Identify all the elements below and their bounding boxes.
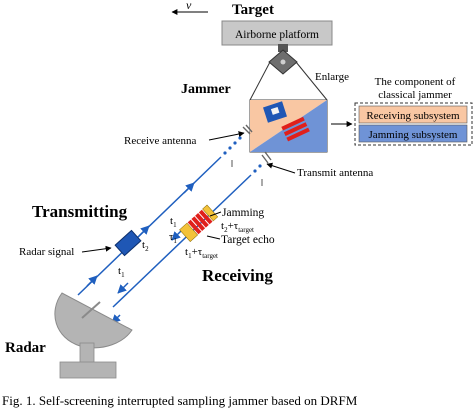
jamming-pointer xyxy=(209,211,222,217)
radar-signal-pulse xyxy=(114,229,142,257)
component-title-line2: classical jammer xyxy=(378,89,452,101)
uplink-arrow-3 xyxy=(183,182,195,194)
receiving-subsystem-swatch xyxy=(358,105,468,124)
radar-title: Radar xyxy=(5,340,46,356)
jamming-subsystem-label: Jamming subsystem xyxy=(369,129,458,141)
downlink-arrow-2 xyxy=(117,282,129,294)
transmit-antenna-icon xyxy=(261,151,272,164)
jammer-enlarged xyxy=(249,99,328,153)
figure-caption: Fig. 1. Self-screening interrupted sampl… xyxy=(2,393,358,408)
target-echo-label: Target echo xyxy=(221,234,275,246)
target-title: Target xyxy=(232,2,274,18)
downlink-path-lower xyxy=(112,174,252,308)
enlarge-label: Enlarge xyxy=(315,71,349,83)
time-mark-t2-tau-target: t2+τtarget xyxy=(221,220,254,234)
radar-signal-label: Radar signal xyxy=(19,246,74,258)
transmitting-title: Transmitting xyxy=(32,202,128,221)
downlink-arrow-1 xyxy=(171,229,183,241)
enlarge-lines xyxy=(249,61,328,101)
component-title-line1: The component of xyxy=(375,76,456,88)
component-legend: The component of classical jammer Receiv… xyxy=(354,76,473,146)
receive-antenna-pointer xyxy=(208,131,245,141)
jamming-pulses xyxy=(179,204,219,243)
jamming-subsystem-swatch xyxy=(358,124,468,143)
transmit-antenna-pointer xyxy=(266,162,296,174)
uplink-arrow-2 xyxy=(138,225,150,237)
target-echo-pointer xyxy=(206,235,221,240)
signal-paths xyxy=(77,136,263,324)
component-box xyxy=(354,102,473,146)
receive-antenna-label: Receive antenna xyxy=(124,135,196,147)
uplink-gap-dots xyxy=(223,136,242,155)
airborne-platform-label: Airborne platform xyxy=(235,29,319,41)
uplink-arrow-1 xyxy=(86,275,98,287)
time-mark-t1-tau-target: t1+τtarget xyxy=(185,246,218,260)
radar-dish-icon xyxy=(54,292,133,379)
jammer-pod-icon xyxy=(268,44,298,75)
receive-antenna-icon xyxy=(242,124,253,135)
jamming-label: Jamming xyxy=(222,207,264,219)
velocity-arrow: v xyxy=(171,0,208,15)
time-mark-t1-signal: t1 xyxy=(118,265,125,279)
velocity-label: v xyxy=(186,0,192,12)
jammer-unit-icon xyxy=(281,116,310,142)
airborne-platform xyxy=(221,20,333,46)
time-mark-t2-signal: t2 xyxy=(142,239,149,253)
receiver-unit-icon xyxy=(263,101,287,123)
receiving-title: Receiving xyxy=(202,266,273,285)
time-mark-t1-jam: t1 xyxy=(170,215,177,229)
receiving-subsystem-label: Receiving subsystem xyxy=(366,110,460,122)
time-mark-tau-jam: τ1 xyxy=(169,231,177,245)
transmit-antenna-label: Transmit antenna xyxy=(297,167,373,179)
radar-signal-pointer xyxy=(81,245,112,253)
downlink-gap-dots xyxy=(253,164,262,173)
jammer-title: Jammer xyxy=(181,82,231,97)
